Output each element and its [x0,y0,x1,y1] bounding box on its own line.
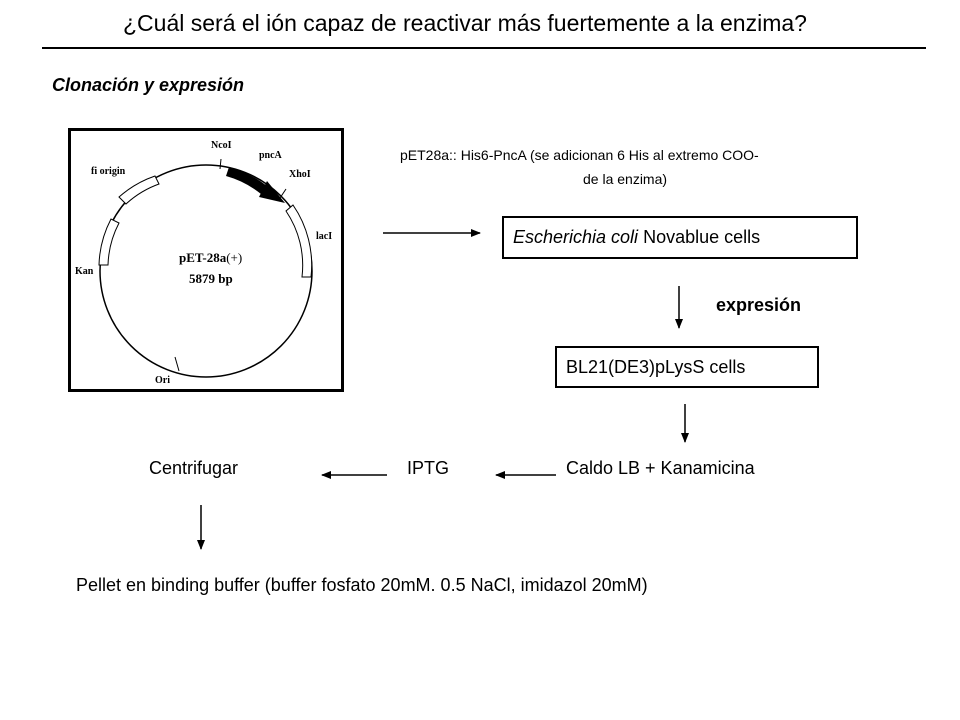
kan-segment [98,218,120,266]
plasmid-map-frame: NcoI pncA XhoI lacI fi origin Kan Ori pE… [68,128,344,392]
laci-label: lacI [316,231,332,242]
bl21-box: BL21(DE3)pLysS cells [555,346,819,388]
pnca-label: pncA [259,150,283,161]
iptg-label: IPTG [407,458,450,478]
plasmid-name-suffix: (+) [226,250,242,265]
centrifugar-label: Centrifugar [149,458,239,478]
xhoi-tick [279,188,287,199]
section-subtitle: Clonación y expresión [52,75,245,95]
construct-description-line2: de la enzima) [583,171,668,187]
plasmid-name-main: pET-28a [179,250,227,265]
ncoi-tick [219,158,222,170]
laci-segment [285,204,313,278]
construct-description-line1: pET28a:: His6-PncA (se adicionan 6 His a… [400,147,759,163]
plasmid-name: pET-28a(+) [179,250,242,265]
fi-origin-label: fi origin [91,166,126,177]
ori-label: Ori [155,375,170,386]
page-title: ¿Cuál será el ión capaz de reactivar más… [123,10,807,36]
plasmid-size: 5879 bp [189,271,233,286]
ecoli-box: Escherichia coli Novablue cells [502,216,858,259]
title-divider [42,47,926,49]
expresion-label: expresión [716,295,802,315]
kan-label: Kan [75,266,94,277]
ori-tick [174,356,180,372]
ecoli-strain: Novablue cells [638,227,761,247]
ecoli-species: Escherichia coli [513,227,639,247]
bl21-text: BL21(DE3)pLysS cells [566,356,746,377]
xhoi-label: XhoI [289,169,311,180]
pnca-insert [226,167,267,194]
ncoi-label: NcoI [211,140,232,151]
plasmid-map: NcoI pncA XhoI lacI fi origin Kan Ori pE… [75,140,332,386]
pnca-arrowhead [259,181,285,203]
fi-origin-segment [118,175,160,205]
pellet-label: Pellet en binding buffer (buffer fosfato… [76,575,648,595]
caldo-label: Caldo LB + Kanamicina [566,458,755,478]
